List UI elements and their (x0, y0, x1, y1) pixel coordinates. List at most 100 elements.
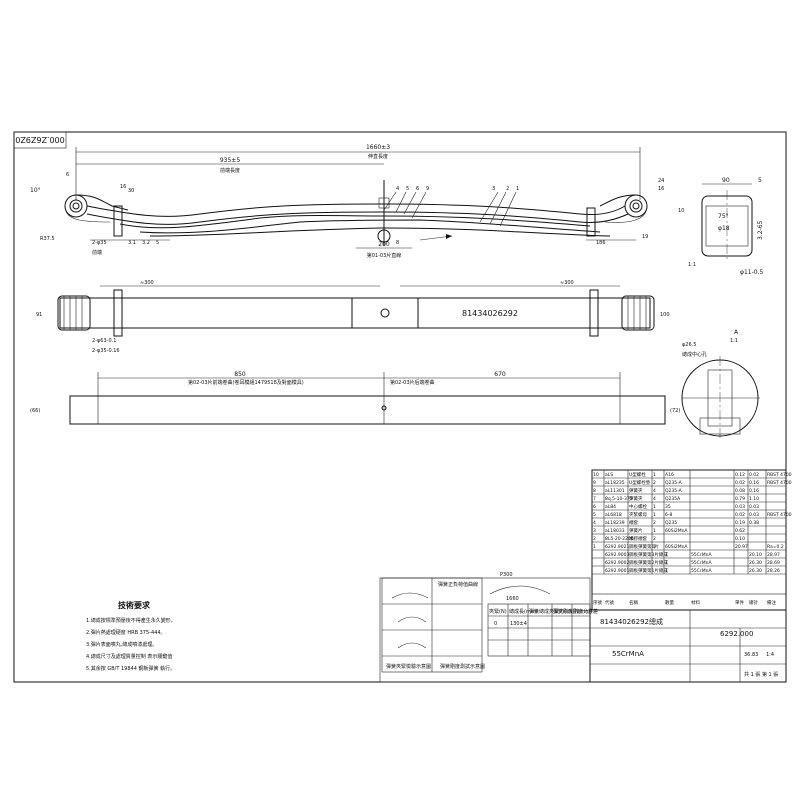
detail-view-a: A 1:1 φ26.5 總成中心孔 (681, 329, 760, 440)
section-angle: 75° (718, 213, 729, 220)
bom-cell: 夾緊螺母 (629, 511, 647, 518)
detail-sub: 總成中心孔 (682, 351, 707, 358)
plan-right-dim: ≈300 (560, 280, 574, 286)
tech-item-4: 4.總成尺寸及處理質量控制 表示關鍵值 (86, 653, 172, 660)
bom-cell: 2 (653, 536, 656, 542)
dim-right-b: 16 (658, 186, 664, 192)
bom-cell: 7 (593, 496, 596, 502)
tt-r1c1: 130±4 (510, 621, 527, 627)
bom-cell: aL11301 (605, 488, 625, 494)
dim-front-half-sub: 前端長度 (220, 167, 240, 174)
bom-cell: 4 (653, 488, 656, 494)
tech-item-5: 5.其余按 GB/T 19844 鋼板彈簧 執行。 (86, 665, 175, 672)
dim-left-e: 2-φ35 (92, 240, 107, 246)
dim-angle-left: 10° (30, 187, 41, 194)
bom-cell: 1 (653, 504, 656, 510)
bom-cell: Q235A (665, 496, 681, 502)
test-tables: 彈簧正負荷值曲線 彈簧夾緊檢驗示意圖 彈簧剛度測試示意圖 P300 1660 夾… (381, 572, 598, 673)
dim-right-d: 186 (596, 240, 606, 246)
bom-cell: 20.97 (735, 544, 748, 550)
clamp-right (586, 207, 596, 237)
lower-dim-b: 670 (494, 371, 506, 378)
bom-cell: 10 (593, 472, 599, 478)
bom-cell: U型螺栓墊 (629, 479, 651, 486)
bom-cell: 9 (593, 480, 596, 486)
bom-cell: aL84 (605, 504, 616, 510)
tt-h3: 彈簧剛度(N/mm) (553, 608, 592, 615)
dim-bot-3: 5 (156, 240, 159, 246)
dim-overall: 1660±3 (366, 144, 390, 151)
detail-label: A (734, 329, 739, 336)
bom-mid-cell: 6292.9001 (605, 568, 629, 574)
tt-h2: 彈簧總成夾緊力(kN) (529, 608, 575, 615)
bom-mid-cell: 6292.9003 (605, 552, 629, 558)
bom-cell: 3 (593, 528, 596, 534)
dim-overall-sub: 伸直長度 (368, 153, 388, 160)
callout-8: 8 (396, 240, 399, 246)
bom-cell: 8q.5-10-375 (605, 496, 633, 502)
bom-cell: 0.38 (749, 520, 759, 526)
bom-cell: 彈簧夾 (629, 495, 643, 502)
tt-h1: 總成長(mm) (509, 608, 538, 615)
bom-header-cell: 序號 (593, 599, 602, 606)
bom-cell: 鋼板彈簧第1片 (629, 543, 659, 550)
section-view: 90 5 75° φ18 3.2-65 φ11-0.5 1:1 (688, 177, 764, 276)
bom-cell: 0.19 (735, 520, 745, 526)
dim-right-a: 24 (658, 178, 664, 184)
bom-header-cell: 數量 (665, 599, 674, 606)
tech-requirements: 技術要求 1.總成按標準預壓後不得產生永久變形。 2.彈片熱處理硬度 HRB 3… (86, 600, 176, 672)
dim-left-sub: 前端 (92, 249, 102, 256)
bom-cell: 4 (593, 520, 596, 526)
callout-6: 6 (416, 186, 419, 192)
bom-header-cell: 單件 (735, 599, 744, 606)
dim-right-e: 19 (642, 234, 648, 240)
tt-r1c0: 0 (494, 621, 497, 627)
bom-cell: 0.79 (735, 496, 745, 502)
callout-4: 4 (396, 186, 399, 192)
bom-cell: 4 (653, 496, 656, 502)
bom-cell: 0.02 (735, 512, 745, 518)
bom-mid-cell: 28.69 (767, 560, 780, 566)
bom-cell: 0.62 (735, 528, 745, 534)
tech-item-1: 1.總成按標準預壓後不得產生永久變形。 (86, 617, 176, 624)
plan-view: ≈300 ≈300 91 100 2-φ63-0.1 2-φ35-0.16 81… (36, 280, 670, 354)
arc-label: P300 (500, 572, 513, 578)
bom-mid-cell: 20.10 (749, 552, 762, 558)
bom-mid-cell: 28.97 (767, 552, 780, 558)
bom-cell: 0.10 (735, 536, 745, 542)
dim-left-c: 6 (66, 172, 69, 178)
callout-3: 3 (492, 186, 495, 192)
bom-header-cell: 總計 (749, 599, 758, 606)
plan-part-no: 81434026292 (462, 309, 518, 318)
arc-val: 1660 (506, 596, 519, 602)
bom-cell: 1 (653, 544, 656, 550)
bom-cell: 0.16 (749, 480, 759, 486)
dim-front-half: 935±5 (220, 157, 240, 164)
section-width-b: 5 (758, 177, 762, 184)
lower-note-b: 第02-03片后端卷曲 (390, 379, 435, 386)
bom-mid-cell: 55CrMnA (691, 552, 712, 558)
bom-cell: 1.10 (749, 496, 759, 502)
bom-header-cell: 備注 (767, 599, 776, 606)
bom-mid-cell: 26.30 (749, 560, 762, 566)
bom-cell: 35 (665, 504, 671, 510)
bom-cell: 1 (653, 528, 656, 534)
bom-cell: Q235-A (665, 480, 683, 486)
leaf-1 (86, 203, 626, 217)
bom-cell: 1 (593, 544, 596, 550)
bom-cell: 6292.9021 (605, 544, 629, 550)
side-view: 1660±3 伸直長度 935±5 前端長度 200 第01-03 (30, 144, 684, 259)
section-side: 1:1 (688, 262, 696, 268)
bom-cell: U型螺栓 (629, 471, 646, 478)
bom-cell: 中心螺栓 (629, 503, 647, 510)
small-table-footer-a: 彈簧夾緊檢驗示意圖 (386, 663, 431, 670)
detail-dia: φ26.5 (682, 342, 696, 348)
callout-9: 9 (426, 186, 429, 192)
bom-cell: Q235 (665, 520, 677, 526)
bom-mid-cell: 鋼板彈簧第1片總成 (629, 567, 668, 574)
bom-cell: 0.12 (735, 472, 745, 478)
title-scale: 1:4 (766, 652, 774, 658)
bom-mid-cell: 鋼板彈簧第2片總成 (629, 559, 668, 566)
bom-cell: 6-8 (665, 512, 672, 518)
